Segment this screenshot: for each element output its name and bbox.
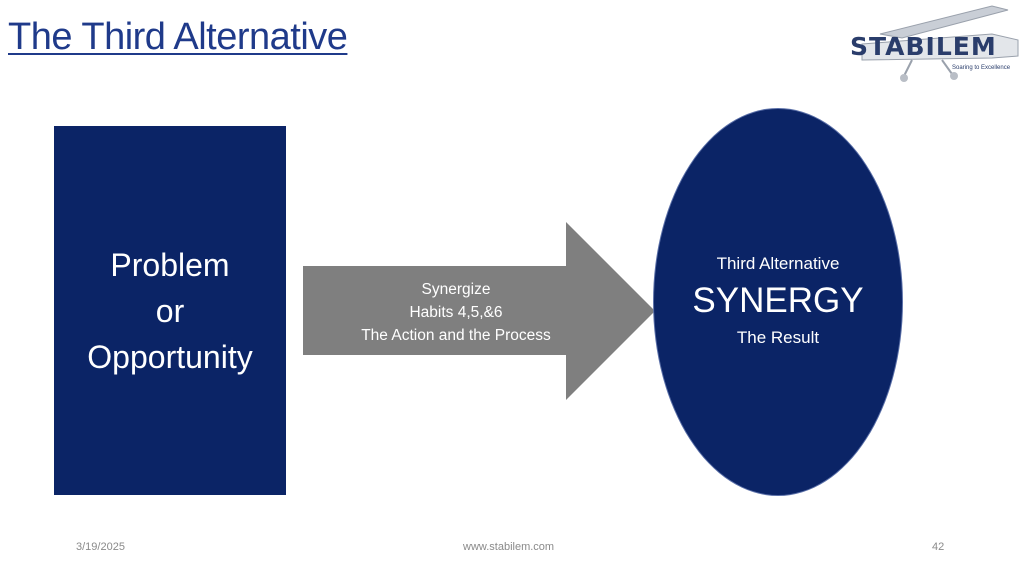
logo-wordmark: STABILEM xyxy=(850,32,997,61)
arrow-line-2: Habits 4,5,&6 xyxy=(409,304,503,321)
arrow-line-1: Synergize xyxy=(421,281,491,298)
problem-line-2: or xyxy=(155,292,185,329)
arrow-line-3: The Action and the Process xyxy=(361,327,551,344)
logo-tagline: Soaring to Excellence xyxy=(952,65,1011,71)
airplane-icon xyxy=(861,5,1019,82)
result-ellipse xyxy=(653,108,903,496)
slide-title: The Third Alternative xyxy=(8,16,348,58)
result-main: SYNERGY xyxy=(692,281,864,320)
problem-line-3: Opportunity xyxy=(87,338,253,375)
problem-box: Problem or Opportunity xyxy=(54,126,286,495)
problem-line-1: Problem xyxy=(110,246,230,283)
arrow-text: Synergize Habits 4,5,&6 The Action and t… xyxy=(320,278,592,347)
result-text: Third Alternative SYNERGY The Result xyxy=(653,250,903,352)
result-top: Third Alternative xyxy=(716,254,840,273)
result-bottom: The Result xyxy=(736,328,820,347)
footer-date: 3/19/2025 xyxy=(76,541,125,553)
footer-url: www.stabilem.com xyxy=(463,541,555,553)
footer-page-number: 42 xyxy=(932,541,945,553)
problem-text: Problem or Opportunity xyxy=(87,242,252,380)
process-arrow xyxy=(303,222,655,400)
stabilem-logo: STABILEM Soaring to Excellence xyxy=(842,4,1020,84)
